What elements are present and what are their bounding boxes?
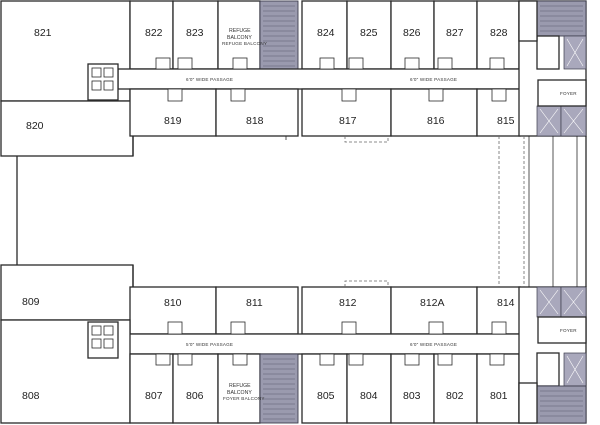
annotation-labels: REFUGE BALCONY REFUGE BALCONY REFUGE BAL… [186,28,577,401]
bottom-wing [0,264,587,424]
label-819: 819 [164,115,182,127]
room-809[interactable] [0,264,134,321]
label-824: 824 [317,27,335,39]
label-806: 806 [186,390,204,402]
label-809: 809 [22,296,40,308]
label-821: 821 [34,27,52,39]
label-804: 804 [360,390,378,402]
unit-bathrooms [155,57,507,366]
label-817: 817 [339,115,357,127]
foyer-top [537,79,587,107]
label-807: 807 [145,390,163,402]
label-828: 828 [490,27,508,39]
label-802: 802 [446,390,464,402]
room-802[interactable] [433,353,478,424]
label-823: 823 [186,27,204,39]
room-labels: 821 822 823 824 825 826 827 828 820 819 … [22,27,515,402]
refuge-bot-line2: BALCONY [227,390,252,396]
room-816[interactable] [390,88,478,137]
courtyard-walls [16,136,587,287]
duct-bottom [518,382,538,424]
refuge-top-line2: BALCONY [227,35,252,41]
corridor-bottom [117,333,539,355]
foyer-top-label: FOYER [560,91,577,96]
label-812a: 812A [420,297,445,309]
label-812: 812 [339,297,357,309]
label-810: 810 [164,297,182,309]
passage-bottom-right: 6'0" WIDE PASSAGE [410,342,457,347]
label-811: 811 [246,297,263,309]
foyer-bottom [537,316,587,344]
staircase-bottom-right [536,385,587,424]
room-807[interactable] [129,353,174,424]
room-804[interactable] [346,353,392,424]
label-826: 826 [403,27,421,39]
label-801: 801 [490,390,508,402]
room-811[interactable] [215,286,299,335]
label-803: 803 [403,390,421,402]
refuge-bot-line1: REFUGE [229,383,251,389]
label-822: 822 [145,27,163,39]
passage-bottom-left: 5'0" WIDE PASSAGE [186,342,233,347]
label-814: 814 [497,297,515,309]
foyer-bottom-label: FOYER [560,328,577,333]
passage-top-left: 6'0" WIDE PASSAGE [186,77,233,82]
refuge-bot-line3: FOYER BALCONY [223,396,265,401]
room-808[interactable] [0,319,131,424]
top-wing [0,0,587,157]
label-816: 816 [427,115,445,127]
room-805[interactable] [301,353,348,424]
stair-treads [263,5,583,420]
label-825: 825 [360,27,378,39]
room-818[interactable] [215,88,299,137]
passage-top-right: 6'0" WIDE PASSAGE [410,77,457,82]
label-820: 820 [26,120,44,132]
lobby-bottom [536,352,560,387]
room-820[interactable] [0,100,134,157]
corridor-top [117,68,539,90]
label-808: 808 [22,390,40,402]
duct-top [518,0,538,42]
lift-tile-lines [539,38,584,384]
staircase-bottom-left [259,353,299,424]
label-827: 827 [446,27,464,39]
label-805: 805 [317,390,335,402]
lobby-top [536,35,560,70]
room-806[interactable] [172,353,219,424]
label-815: 815 [497,115,515,127]
refuge-top-line1: REFUGE [229,28,251,34]
label-818: 818 [246,115,264,127]
refuge-top-line3: REFUGE BALCONY [222,41,267,46]
refuge-balcony-bottom [217,353,261,424]
